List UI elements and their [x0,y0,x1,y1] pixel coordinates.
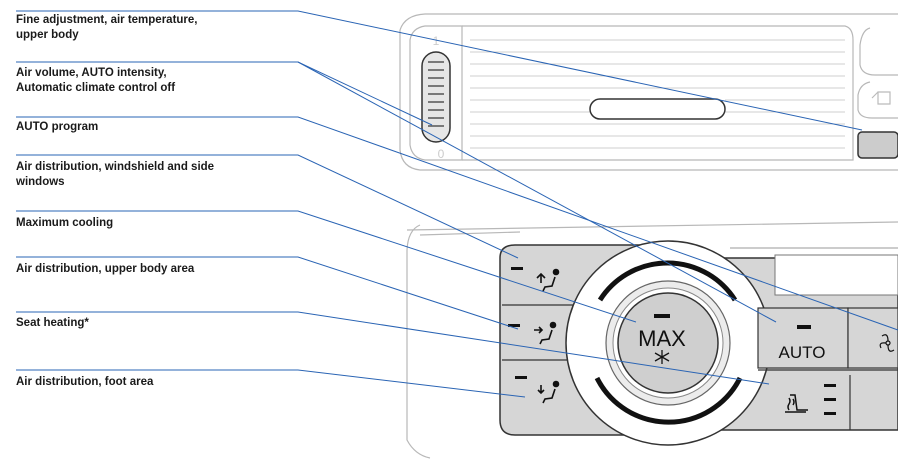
callout-foot-area: Air distribution, foot area [16,375,276,390]
seat-heating-levels [824,384,836,415]
callout-line: Air volume, AUTO intensity, [16,67,167,79]
snowflake-icon [654,350,670,364]
display-window [774,254,898,296]
max-button[interactable] [617,292,719,394]
callout-max-cooling: Maximum cooling [16,216,276,231]
temperature-thumbwheel[interactable] [421,51,451,143]
callout-line: Seat heating* [16,317,89,329]
auto-indicator [797,325,811,329]
callout-upper-body: Air distribution, upper body area [16,262,276,277]
callout-windshield: Air distribution, windshield and side wi… [16,160,276,190]
scale-bottom-label: 0 [438,147,445,161]
callout-seat-heating: Seat heating* [16,316,276,331]
dashboard-outline [399,13,898,459]
scale-top-label: 1 [433,34,440,48]
callout-line: upper body [16,29,79,41]
callout-fine-adjustment: Fine adjustment, air temperature, upper … [16,13,276,43]
vent-grille [470,39,845,149]
callout-line: windows [16,176,65,188]
windshield-person-icon[interactable] [536,268,560,292]
max-indicator [654,314,670,318]
callout-line: Air distribution, upper body area [16,263,195,275]
foot-person-icon[interactable] [537,380,560,404]
callout-line: Fine adjustment, air temperature, [16,14,198,26]
upper-body-person-icon[interactable] [534,321,557,345]
auto-button[interactable] [757,307,849,369]
auto-label: AUTO [779,343,826,362]
indicator [515,376,527,379]
callout-line: Maximum cooling [16,217,114,229]
seat-heating-icon[interactable] [785,394,808,413]
callout-line: AUTO program [16,121,99,133]
callout-air-volume: Air volume, AUTO intensity, Automatic cl… [16,66,276,96]
indicator [511,267,523,270]
hazard-icon [871,91,891,105]
max-label: MAX [638,326,686,351]
fan-icon [879,334,895,352]
vent-slider[interactable] [589,98,726,120]
indicator [508,324,520,327]
callout-line: Air distribution, foot area [16,376,154,388]
side-button[interactable] [857,131,898,159]
callout-auto-program: AUTO program [16,120,276,135]
callout-line: Automatic climate control off [16,82,176,94]
fan-button[interactable] [847,307,898,369]
callout-line: Air distribution, windshield and side [16,161,215,173]
leader-lines [16,10,898,398]
